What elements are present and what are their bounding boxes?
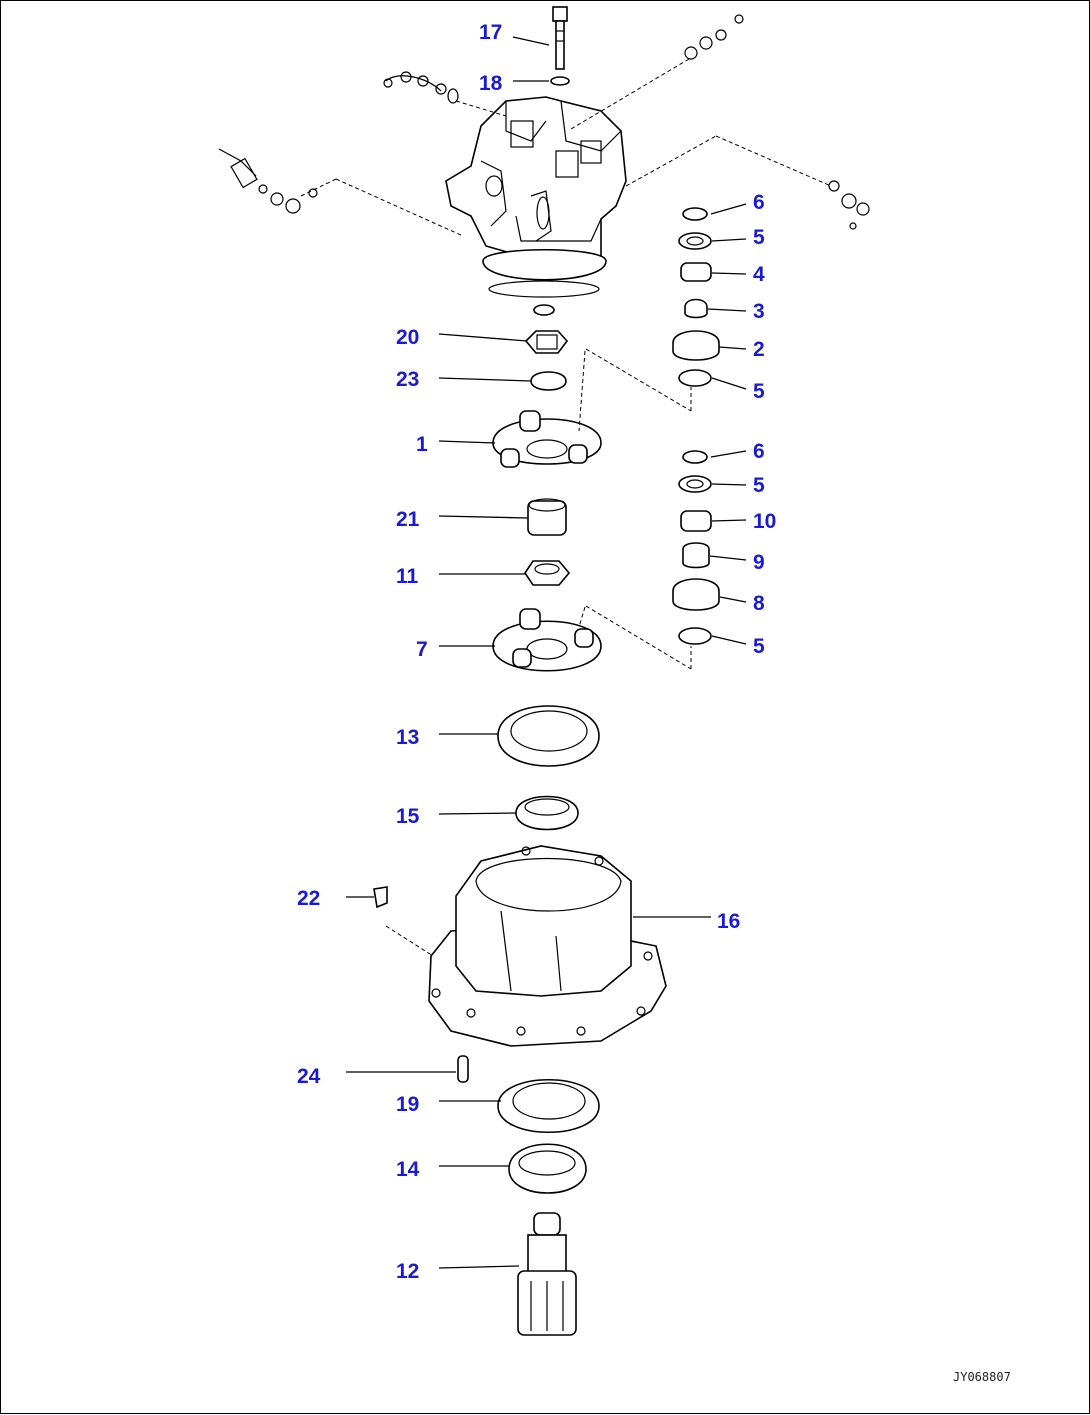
callout-6: 6 [753, 191, 765, 214]
callout-14: 14 [396, 1158, 420, 1181]
callout-22: 22 [297, 887, 320, 910]
swing-housing [428, 845, 667, 1047]
swing-motor-assembly [218, 6, 870, 316]
callout-12: 12 [396, 1260, 419, 1283]
drawing-reference-number: JY068807 [953, 1370, 1011, 1384]
callout-24: 24 [297, 1065, 321, 1088]
callout-11: 11 [396, 565, 419, 588]
callout-5: 5 [753, 635, 765, 658]
callout-5: 5 [753, 474, 765, 497]
callout-18: 18 [479, 72, 503, 95]
callout-1: 1 [416, 433, 428, 456]
callout-13: 13 [396, 726, 419, 749]
center-stack-parts [373, 330, 602, 962]
callout-8: 8 [753, 592, 765, 615]
callout-4: 4 [753, 263, 765, 286]
lower-parts [457, 1055, 600, 1336]
callout-21: 21 [396, 508, 420, 531]
callout-16: 16 [717, 910, 740, 933]
callout-15: 15 [396, 805, 420, 828]
callout-5: 5 [753, 380, 765, 403]
callout-9: 9 [753, 551, 765, 574]
callout-10: 10 [753, 510, 776, 533]
callout-19: 19 [396, 1093, 419, 1116]
callout-2: 2 [753, 338, 765, 361]
callout-5: 5 [753, 226, 765, 249]
callout-17: 17 [479, 21, 502, 44]
callout-labels: 17 18 6 5 4 3 2 5 20 23 1 6 5 10 9 8 5 2… [297, 21, 776, 1283]
callout-20: 20 [396, 326, 419, 349]
right-column-parts [578, 207, 720, 670]
callout-6: 6 [753, 440, 765, 463]
callout-7: 7 [416, 638, 428, 661]
callout-23: 23 [396, 368, 419, 391]
callout-3: 3 [753, 300, 765, 323]
leader-lines [346, 36, 747, 1269]
